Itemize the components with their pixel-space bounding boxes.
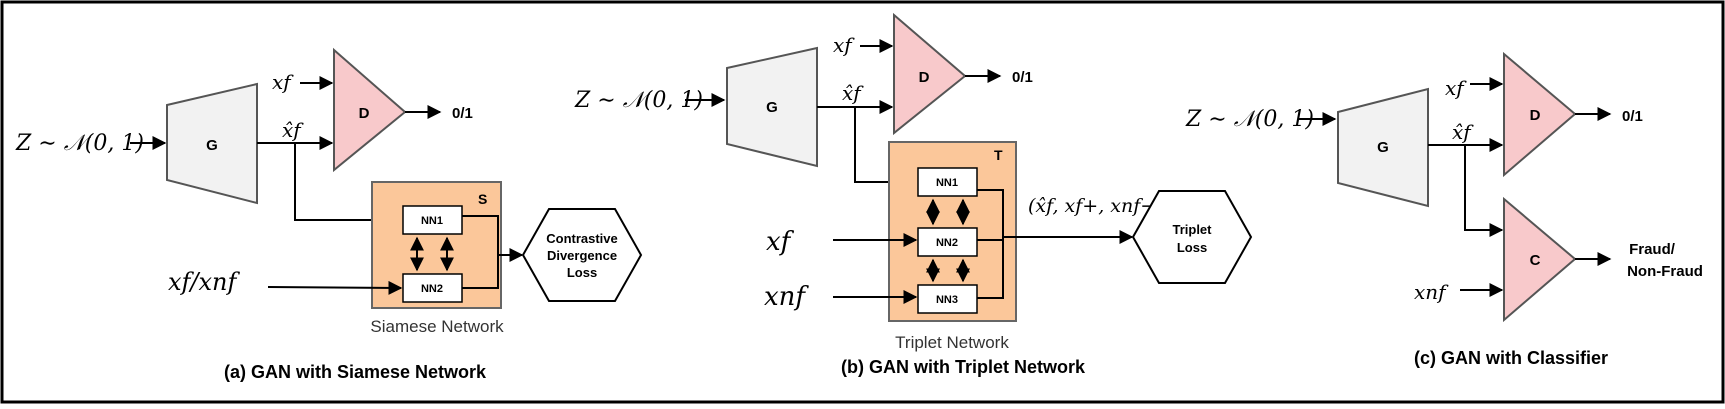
caption-c: (c) GAN with Classifier (1414, 348, 1608, 368)
nn2-box-a (402, 273, 463, 303)
panel-c: Z ∼ 𝒩(0, 1) G xf x̂f D 0/1 C xnf Fraud/ … (1185, 51, 1703, 368)
discriminator-label-c: D (1530, 107, 1541, 124)
loss-line-2-a: Divergence (547, 248, 617, 263)
contrastive-loss-hexagon (521, 208, 643, 302)
d-output-a: 0/1 (452, 105, 473, 122)
triplet-output-bracket (977, 189, 1004, 299)
discriminator-a (333, 47, 407, 173)
nn1-box-a (402, 205, 463, 235)
discriminator-b (893, 12, 967, 136)
nn1-label-a: NN1 (421, 215, 443, 227)
classifier-c (1503, 196, 1577, 323)
generator-label-b: G (766, 99, 778, 116)
discriminator-label-b: D (919, 69, 930, 86)
nn1-box-b (917, 167, 978, 197)
loss-line-1-b: Triplet (1172, 222, 1212, 237)
panel-a: Z ∼ 𝒩(0, 1) G xf x̂f D 0/1 S NN1 NN2 xf/… (15, 47, 643, 382)
x-f-label-c: xf (1445, 76, 1467, 100)
generator-label-c: G (1377, 139, 1389, 156)
nn2-label-a: NN2 (421, 283, 443, 295)
siamese-box-label: S (478, 191, 487, 207)
nn1-output-line-a (462, 215, 499, 255)
x-f-label-b: xf (833, 33, 855, 57)
siamese-caption: Siamese Network (370, 317, 504, 336)
triplet-caption: Triplet Network (895, 333, 1009, 352)
classifier-label-c: C (1530, 252, 1541, 269)
loss-line-3-a: Loss (567, 265, 597, 280)
arrow-xhat-to-nn1-a (294, 143, 403, 227)
d-output-b: 0/1 (1012, 69, 1033, 86)
panel-b: Z ∼ 𝒩(0, 1) G xf x̂f D 0/1 T NN1 NN2 NN3… (574, 12, 1253, 377)
nn3-label-b: NN3 (936, 294, 958, 306)
x-f-input-label-b: xf (766, 227, 795, 257)
x-hat-f-label-a: x̂f (282, 118, 304, 142)
d-output-c: 0/1 (1622, 108, 1643, 125)
x-nf-input-label-b: xnf (764, 282, 809, 312)
triplet-loss-hexagon (1131, 190, 1253, 284)
loss-line-1-a: Contrastive (546, 231, 618, 246)
x-hat-f-label-c: x̂f (1452, 120, 1474, 144)
generator-label-a: G (206, 137, 218, 154)
input-pair-label-a: xf/xnf (168, 268, 240, 296)
nn3-box-b (917, 284, 978, 314)
x-hat-f-label-b: x̂f (842, 81, 864, 105)
triplet-box-label: T (994, 147, 1003, 163)
generator-a (166, 82, 258, 205)
arrow-input-to-nn2-a (267, 280, 403, 295)
noise-label-b: Z ∼ 𝒩(0, 1) (574, 88, 703, 113)
caption-b: (b) GAN with Triplet Network (841, 357, 1086, 377)
caption-a: (a) GAN with Siamese Network (224, 362, 487, 382)
classifier-output-line-1: Fraud/ (1629, 241, 1676, 258)
noise-label-c: Z ∼ 𝒩(0, 1) (1185, 107, 1314, 132)
nn2-box-b (917, 227, 978, 257)
loss-line-2-b: Loss (1177, 240, 1207, 255)
nn2-label-b: NN2 (936, 237, 958, 249)
x-f-label-a: xf (272, 70, 294, 94)
discriminator-c (1503, 51, 1577, 178)
x-nf-input-label-c: xnf (1414, 280, 1449, 304)
nn1-label-b: NN1 (936, 177, 958, 189)
nn2-output-line-a (462, 255, 499, 289)
triplet-tuple-label: (x̂f, xf+, xnf−) (1028, 195, 1164, 217)
arrow-xhat-to-c (1464, 145, 1504, 237)
generator-c (1337, 87, 1429, 208)
classifier-output-line-2: Non-Fraud (1627, 263, 1703, 280)
noise-label-a: Z ∼ 𝒩(0, 1) (15, 131, 144, 156)
discriminator-label-a: D (359, 105, 370, 122)
generator-b (726, 46, 818, 168)
